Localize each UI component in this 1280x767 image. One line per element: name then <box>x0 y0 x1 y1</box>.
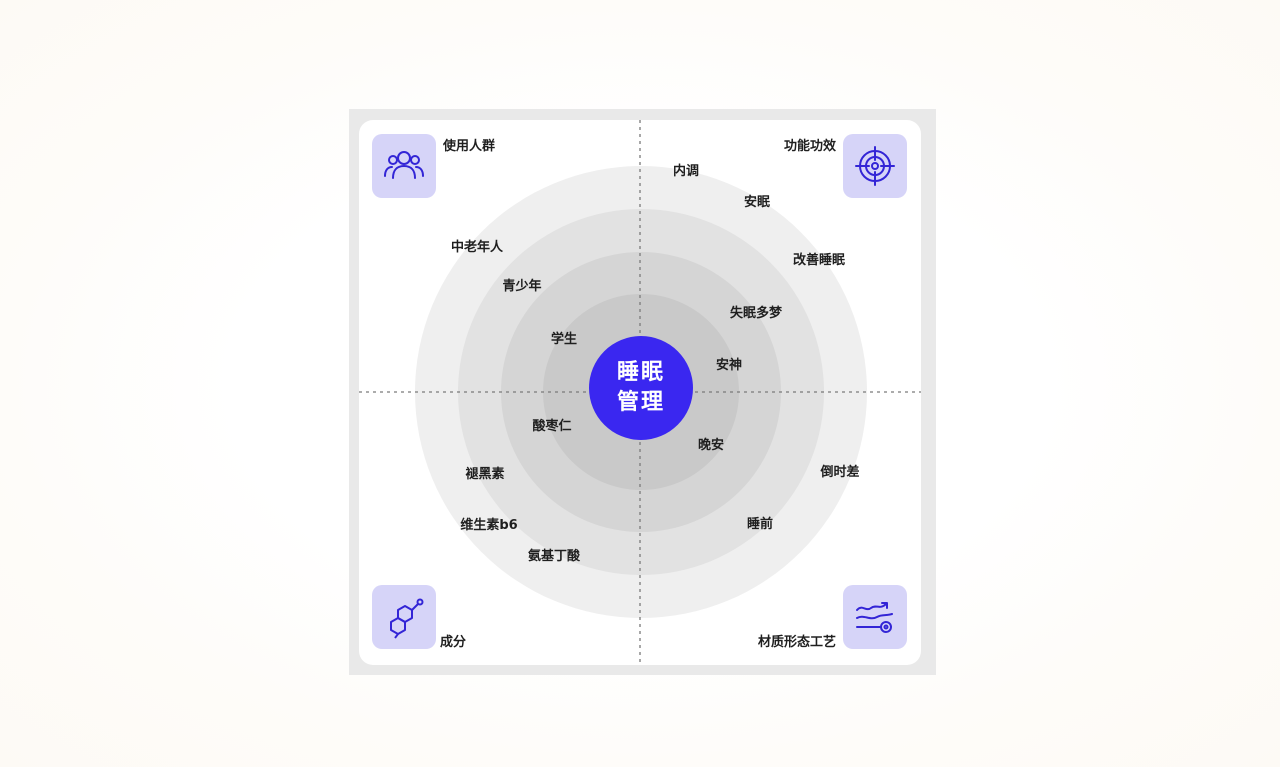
ingredient-item: 酸枣仁 <box>532 419 572 434</box>
process-icon <box>843 585 907 649</box>
form-item: 倒时差 <box>820 465 860 480</box>
people-icon <box>372 134 436 198</box>
user-item: 青少年 <box>502 279 542 294</box>
form-item: 晚安 <box>697 438 725 453</box>
molecule-icon <box>372 585 436 649</box>
center-title-line1: 睡眠 <box>616 360 665 385</box>
ingredient-item: 褪黑素 <box>465 467 505 482</box>
ingredient-item: 氨基丁酸 <box>527 549 581 564</box>
center-hub: 睡眠 管理 <box>589 336 693 440</box>
form-item: 睡前 <box>746 517 774 532</box>
quadrant-title-effects: 功能功效 <box>783 139 836 154</box>
effect-item: 失眠多梦 <box>729 306 783 321</box>
user-item: 学生 <box>550 332 578 347</box>
quadrant-title-form: 材质形态工艺 <box>757 635 836 650</box>
quadrant-title-users: 使用人群 <box>443 139 496 154</box>
center-title-line2: 管理 <box>616 390 665 415</box>
effect-item: 内调 <box>672 164 700 179</box>
effect-item: 改善睡眠 <box>792 253 846 268</box>
user-item: 中老年人 <box>450 240 504 255</box>
ingredient-item: 维生素b6 <box>460 518 518 533</box>
effect-item: 安眠 <box>743 195 771 210</box>
effect-item: 安神 <box>715 358 743 373</box>
quadrant-title-ingredients: 成分 <box>440 635 467 650</box>
target-icon <box>843 134 907 198</box>
